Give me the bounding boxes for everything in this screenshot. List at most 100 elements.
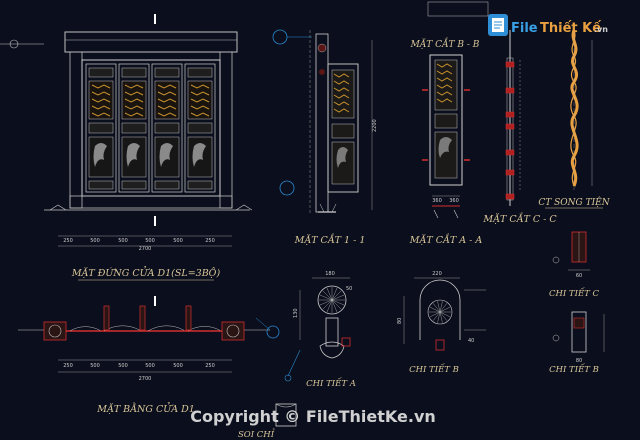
lattice-panel <box>434 59 458 111</box>
copyright-watermark: Copyright © FileThietKe.vn <box>190 407 436 426</box>
baluster-profile <box>570 29 579 187</box>
copyright-text: Copyright © FileThietKe.vn <box>190 407 436 426</box>
rosette <box>317 285 347 315</box>
cut-marker <box>505 169 515 176</box>
door-swing-arc <box>69 326 101 332</box>
elevation-dim: 500 <box>173 238 183 244</box>
elevation-total-dim: 2700 <box>139 246 152 252</box>
base-mark <box>433 209 459 219</box>
door-leaves <box>85 63 216 193</box>
detail-a: 180 130 CHI TIẾT A 50 <box>284 271 356 389</box>
soi-chi-title: SOI CHỈ <box>238 427 275 440</box>
lattice-pattern <box>436 91 453 96</box>
baluster-detail: CT SONG TIỆN <box>538 24 611 209</box>
lattice-pattern <box>157 105 177 110</box>
callout-bubble <box>279 180 295 196</box>
detail-c-title: CHI TIẾT C <box>549 286 600 299</box>
lattice-pattern <box>436 98 453 103</box>
post-profile <box>325 317 339 347</box>
rail-section <box>571 311 587 353</box>
carving-motif <box>336 147 348 168</box>
door-swing-arc <box>147 325 185 332</box>
lattice-pattern <box>91 98 111 103</box>
detail-c-dim: 60 <box>576 273 582 279</box>
base-profile <box>319 341 345 359</box>
cut-marker <box>505 193 515 200</box>
rosette-ray <box>439 311 443 323</box>
detail-a-title: CHI TIẾT A <box>306 376 356 389</box>
lattice-pattern <box>190 98 210 103</box>
lattice-pattern <box>124 91 144 96</box>
cut-marker <box>505 87 515 94</box>
open-leaf <box>103 305 110 331</box>
rosette-ray <box>439 303 448 313</box>
door-leaf <box>184 63 216 193</box>
rosette-ray <box>326 287 333 301</box>
elevation-dim: 250 <box>63 238 73 244</box>
rosette-ray <box>331 287 338 301</box>
section-b-b-header <box>427 1 489 17</box>
lattice-pattern <box>436 77 453 82</box>
lattice-pattern <box>333 73 350 78</box>
detail-b-dim: 220 <box>432 271 442 277</box>
carving-motif <box>126 143 140 167</box>
joint-marker <box>341 337 351 347</box>
section-1-1-title: MẶT CẮT 1 - 1 <box>294 233 366 246</box>
brand-logo: File Thiết Kế .vn <box>488 14 608 36</box>
door-swings <box>69 305 221 332</box>
section-a-a-dim: 360 <box>449 198 459 204</box>
mid-rail-panel <box>88 122 114 134</box>
baluster-profile-inner <box>570 29 577 187</box>
plan-dim: 500 <box>118 363 128 369</box>
section-c-c-title: MẶT CẮT C - C <box>482 212 557 225</box>
door-leaf <box>118 63 150 193</box>
detail-b-dim: 40 <box>468 338 474 344</box>
open-leaf <box>185 305 192 331</box>
rosette-ray <box>432 303 441 313</box>
door-section-frame <box>327 63 359 193</box>
plan-dim: 500 <box>173 363 183 369</box>
brand-name-a: File <box>511 21 538 36</box>
lattice-pattern <box>333 108 350 113</box>
rosette-ray <box>331 299 338 313</box>
rosette-ray <box>439 311 448 321</box>
callout-bubble <box>284 374 292 382</box>
column-rosette <box>226 324 240 338</box>
base-detail-right <box>235 204 253 211</box>
top-rail-panel <box>154 67 180 78</box>
lattice-pattern <box>157 91 177 96</box>
door-leaf <box>85 63 117 193</box>
cut-markers <box>505 61 515 200</box>
lattice-pattern <box>190 105 210 110</box>
detail-a-dim: 180 <box>325 271 335 277</box>
brand-name-b: Thiết Kế <box>540 21 601 36</box>
cut-marker <box>505 149 515 156</box>
detail-a-dim: 130 <box>293 308 299 318</box>
rosette-ray <box>322 299 333 310</box>
rosette-ray <box>437 301 441 313</box>
rosette-ray <box>437 311 441 323</box>
molding-curve <box>275 403 297 408</box>
logo-lines <box>494 21 502 29</box>
plan-dim: 500 <box>145 363 155 369</box>
lattice-pattern <box>124 84 144 89</box>
rosette-ray <box>322 290 333 301</box>
section-b-b-title: MẶT CẮT B - B <box>410 37 480 50</box>
section-height-dim: 2200 <box>372 119 378 132</box>
detail-b-right: 80 CHI TIẾT B <box>549 311 605 375</box>
callout-leader <box>287 349 301 377</box>
plan-dim: 500 <box>90 363 100 369</box>
detail-b-title: CHI TIẾT B <box>409 362 459 375</box>
rosette-ray <box>319 299 333 306</box>
molding-profile <box>275 403 297 427</box>
base-detail-left <box>49 204 67 211</box>
detail-b2-title: CHI TIẾT B <box>549 362 599 375</box>
lattice-pattern <box>157 98 177 103</box>
bottom-rail-panel <box>88 180 114 190</box>
carving-motif <box>93 143 107 167</box>
plan-title: MẶT BẰNG CỬA D1 <box>96 402 195 415</box>
